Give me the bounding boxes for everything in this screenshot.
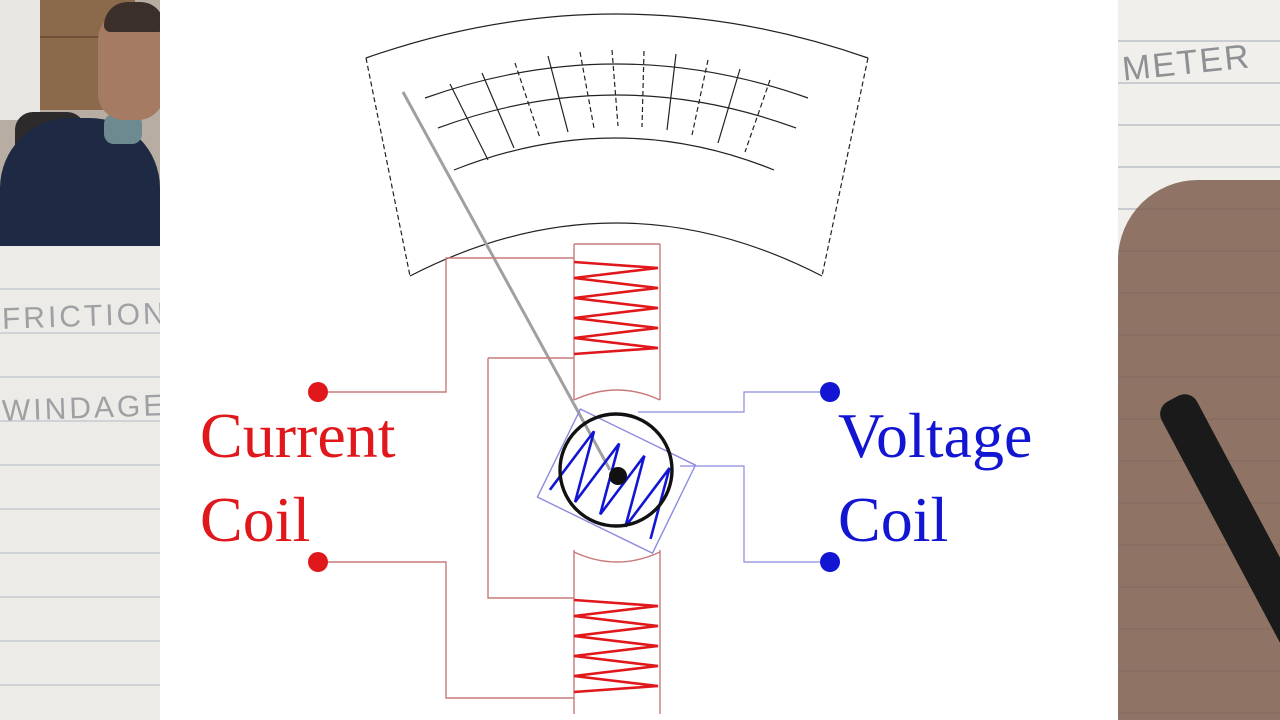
moving-voltage-coil bbox=[536, 408, 697, 555]
wattmeter-diagram bbox=[308, 13, 869, 714]
left-video-panel: FRICTION WINDAGE bbox=[0, 0, 160, 720]
voltage-coil-wires bbox=[638, 391, 830, 563]
pivot-hub bbox=[609, 467, 627, 485]
pointer-needle bbox=[401, 91, 612, 471]
meter-scale-grid bbox=[424, 49, 809, 171]
notepad-paper bbox=[0, 246, 160, 720]
current-coil-wires bbox=[318, 243, 661, 714]
current-terminal-top bbox=[308, 382, 328, 402]
notepad-scribble: FRICTION bbox=[1, 297, 160, 336]
current-coil-winding-upper bbox=[573, 260, 659, 356]
current-coil-label-line1: Current bbox=[200, 400, 396, 471]
voltage-terminal-bottom bbox=[820, 552, 840, 572]
right-video-panel: METER bbox=[1118, 0, 1280, 720]
current-coil-winding-lower bbox=[573, 598, 659, 694]
voltage-terminal-top bbox=[820, 382, 840, 402]
current-coil-label-line2: Coil bbox=[200, 484, 311, 555]
voltage-coil-label-line2: Coil bbox=[838, 484, 949, 555]
presenter-webcam bbox=[0, 0, 160, 246]
slide: Current Coil Voltage Coil bbox=[160, 0, 1118, 720]
meter-scale-frame bbox=[365, 13, 869, 277]
current-terminal-bottom bbox=[308, 552, 328, 572]
voltage-coil-label-line1: Voltage bbox=[838, 400, 1033, 471]
pivot-circle bbox=[558, 412, 674, 528]
notepad-scribble: WINDAGE bbox=[1, 389, 160, 428]
